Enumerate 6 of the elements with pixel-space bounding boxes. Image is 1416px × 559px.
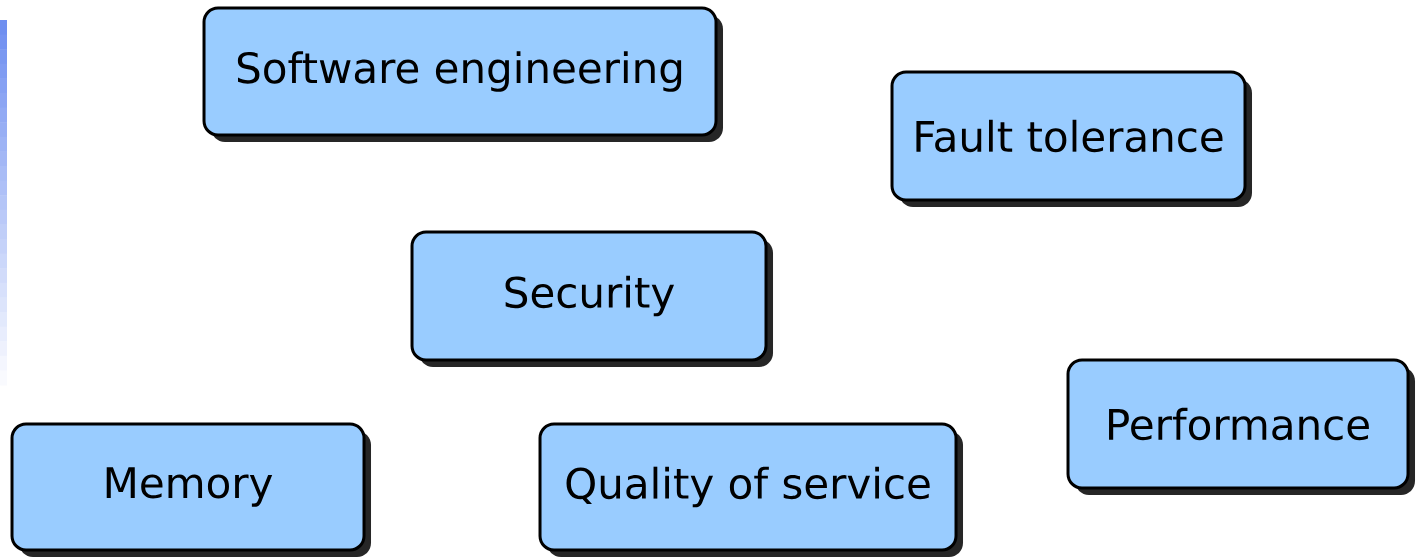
topic-box: Fault tolerance [890,70,1252,207]
topic-box: Software engineering [202,6,723,142]
topic-box: Performance [1066,358,1415,495]
topic-box: Security [410,230,773,367]
topic-box: Quality of service [538,422,963,557]
topic-box: Memory [10,422,371,557]
